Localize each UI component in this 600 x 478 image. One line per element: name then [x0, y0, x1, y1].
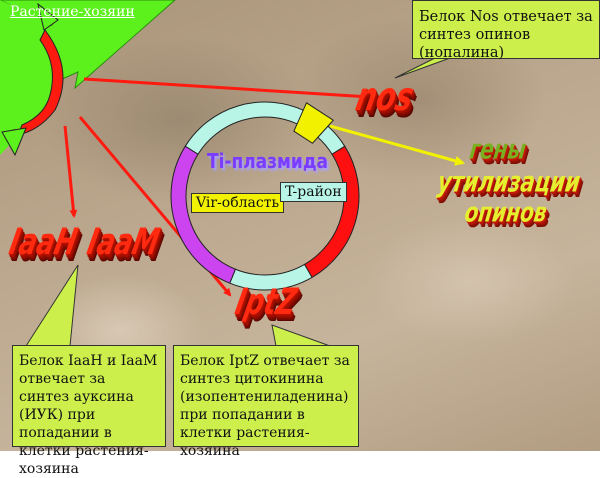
plasmid-title: Ti-плазмида	[207, 150, 329, 174]
ti-plasmid-ring	[170, 101, 360, 291]
diagram-canvas	[0, 0, 465, 347]
backbone-segment-right	[317, 125, 346, 155]
gene-iaam: IaaM	[83, 222, 164, 264]
opine-genes-line1: гены	[467, 132, 529, 166]
callout-iaa: Белок IaaH и IaaM отвечает за синтез аук…	[12, 345, 166, 477]
host-plant-label: Растение-хозяин	[10, 4, 135, 20]
gene-iaah: IaaH	[5, 222, 81, 264]
callout-tail-ipt	[271, 324, 331, 347]
arrow-to-iaah	[63, 125, 78, 218]
arrow-to-opine-genes	[329, 124, 465, 166]
curved-arrow-head-top	[37, 2, 59, 31]
backbone-segment-top	[184, 101, 306, 155]
opine-genes-segment	[293, 102, 335, 144]
t-region-label: T-район	[280, 182, 347, 202]
vir-region-label: Vir-область	[191, 193, 285, 213]
curved-arrow-head-bottom	[1, 127, 27, 157]
gene-iptz: IptZ	[231, 282, 301, 324]
callout-nos: Белок Nos отвечает за синтез опинов (ноп…	[412, 0, 600, 61]
gene-nos: nos	[352, 73, 418, 120]
opine-genes-line2: утилизации	[435, 165, 583, 199]
opine-genes-line3: опинов	[462, 195, 550, 229]
callout-tail-iaa	[25, 264, 79, 347]
callout-ipt: Белок IptZ отвечает за синтез цитокинина…	[173, 345, 359, 459]
arrow-to-nos	[83, 77, 372, 101]
